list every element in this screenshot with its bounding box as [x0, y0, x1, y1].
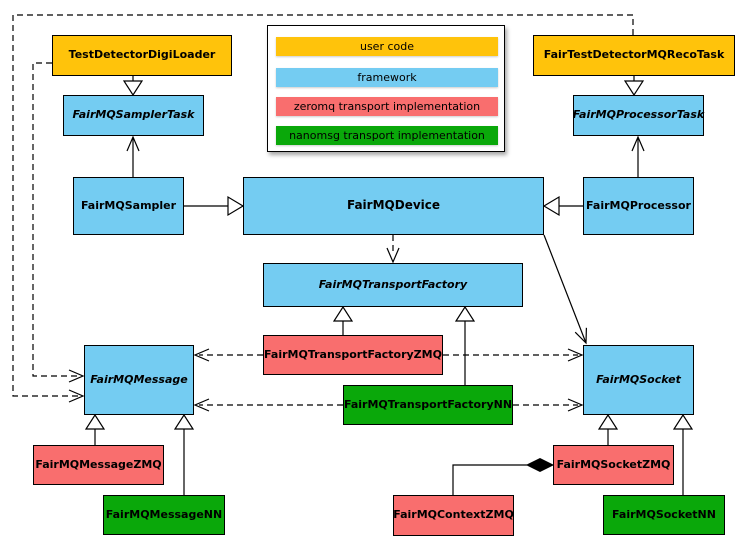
class-box-fairmq-message-zmq: FairMQMessageZMQ — [33, 445, 164, 485]
class-box-fairmq-context-zmq: FairMQContextZMQ — [393, 495, 514, 536]
legend: user code framework zeromq transport imp… — [267, 25, 505, 152]
open-arrow-socket-top — [574, 327, 587, 345]
class-box-fairmq-sampler: FairMQSampler — [73, 177, 184, 235]
triangle-up-factory-right — [454, 305, 476, 322]
triangle-up-factory-left — [332, 305, 354, 322]
composition-diamond — [525, 457, 555, 473]
legend-label: user code — [359, 40, 415, 53]
legend-label: framework — [357, 71, 417, 84]
class-box-fairmq-message: FairMQMessage — [84, 345, 194, 415]
open-arrow-right-socket-zmq — [567, 348, 584, 362]
class-box-fairmq-transport-factory-zmq: FairMQTransportFactoryZMQ — [263, 335, 443, 375]
open-arrow-right-message-2 — [68, 389, 85, 403]
triangle-up-socket-right — [672, 413, 694, 430]
triangle-up-message-right — [173, 413, 195, 430]
triangle-right-device — [227, 195, 245, 217]
class-box-fair-test-detector-mq-reco-task: FairTestDetectorMQRecoTask — [533, 35, 735, 76]
legend-label: nanomsg transport implementation — [289, 129, 485, 142]
edge-device-socket — [543, 234, 587, 344]
open-arrow-left-message-nn — [193, 398, 210, 412]
class-box-fairmq-socket: FairMQSocket — [583, 345, 694, 415]
class-box-fairmq-transport-factory-nn: FairMQTransportFactoryNN — [343, 385, 513, 425]
edge-contextzmq-socketzmq — [452, 464, 527, 495]
open-arrow-left-message-zmq — [193, 348, 210, 362]
edge-ftdmrt-message — [12, 14, 634, 397]
open-arrow-down-factory — [386, 247, 400, 264]
class-box-fairmq-sampler-task: FairMQSamplerTask — [63, 95, 204, 136]
triangle-up-message-left — [84, 413, 106, 430]
open-arrow-up-samplertask — [126, 135, 140, 152]
class-box-fairmq-device: FairMQDevice — [243, 177, 544, 235]
legend-item-zeromq: zeromq transport implementation — [276, 97, 498, 116]
edge-tddl-message — [32, 62, 79, 377]
legend-item-framework: framework — [276, 68, 498, 87]
triangle-left-device — [542, 195, 560, 217]
class-box-fairmq-processor: FairMQProcessor — [583, 177, 694, 235]
open-arrow-up-processortask — [631, 135, 645, 152]
class-box-fairmq-socket-zmq: FairMQSocketZMQ — [553, 445, 674, 485]
open-arrow-right-message-1 — [68, 369, 85, 383]
triangle-down-processortask — [623, 80, 645, 97]
legend-item-user-code: user code — [276, 37, 498, 56]
class-box-fairmq-transport-factory: FairMQTransportFactory — [263, 263, 523, 307]
legend-item-nanomsg: nanomsg transport implementation — [276, 126, 498, 145]
triangle-up-socket-left — [597, 413, 619, 430]
class-box-fairmq-processor-task: FairMQProcessorTask — [573, 95, 704, 136]
legend-label: zeromq transport implementation — [293, 100, 481, 113]
class-box-fairmq-message-nn: FairMQMessageNN — [103, 495, 225, 535]
class-box-fairmq-socket-nn: FairMQSocketNN — [603, 495, 725, 535]
triangle-down-samplertask — [122, 80, 144, 97]
class-box-test-detector-digi-loader: TestDetectorDigiLoader — [52, 35, 232, 76]
open-arrow-right-socket-nn — [567, 398, 584, 412]
